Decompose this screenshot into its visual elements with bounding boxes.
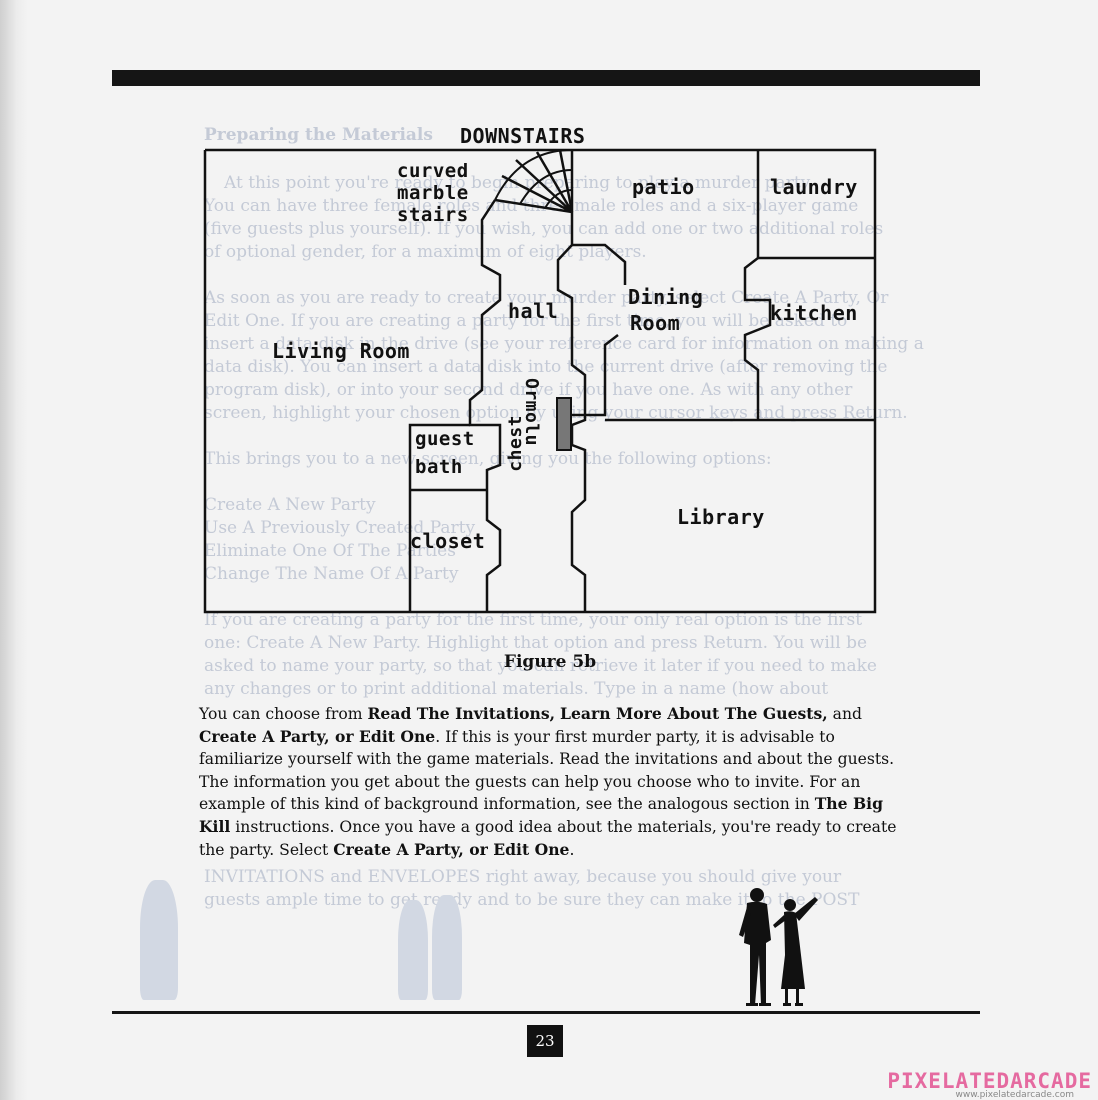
room-label-dining-1: Dining	[628, 285, 704, 309]
body-text-run: You can choose from	[199, 705, 368, 723]
floor-plan	[203, 148, 877, 614]
bottom-rule	[112, 1011, 980, 1014]
body-text-run: and	[827, 705, 862, 723]
room-label-patio: patio	[632, 175, 695, 199]
couple-silhouette-icon	[739, 888, 818, 1006]
room-label-bath: bath	[415, 456, 463, 478]
room-label-stairs-1: curved	[397, 160, 469, 182]
ormolu-chest-shape	[556, 397, 572, 451]
top-rule	[112, 70, 980, 86]
page-spine-shadow	[0, 0, 28, 1100]
room-label-chest-2: chest	[505, 415, 526, 472]
body-text-run: . If this is your first murder party, it…	[199, 727, 895, 814]
reference-big-kill: The Big Kill	[199, 794, 884, 836]
watermark-brand: PIXELATEDARCADE	[887, 1069, 1092, 1093]
option-create-party-repeat: Create A Party, or Edit One	[333, 839, 570, 859]
room-label-laundry: laundry	[770, 175, 858, 199]
plan-title: DOWNSTAIRS	[460, 124, 586, 148]
room-label-kitchen: kitchen	[770, 301, 858, 325]
option-learn-guests: Learn More About The Guests,	[560, 704, 828, 723]
page-number: 23	[527, 1025, 563, 1057]
figure-caption: Figure 5b	[503, 652, 597, 672]
option-read-invitations: Read The Invitations,	[367, 704, 556, 723]
room-label-chest-1: Ormolu	[521, 378, 542, 447]
body-text-run: instructions. Once you have a good idea …	[199, 817, 897, 859]
room-label-dining-2: Room	[630, 311, 681, 335]
room-label-closet: closet	[410, 529, 486, 553]
body-text-run: .	[569, 840, 575, 859]
room-label-hall: hall	[508, 299, 559, 323]
body-paragraph: You can choose from Read The Invitations…	[199, 703, 919, 861]
watermark-site: www.pixelatedarcade.com	[955, 1090, 1074, 1100]
option-create-party: Create A Party, or Edit One	[199, 726, 436, 746]
room-label-living-room: Living Room	[272, 339, 410, 363]
room-label-stairs-3: stairs	[397, 204, 469, 226]
room-label-guest: guest	[415, 428, 475, 450]
room-label-library: Library	[677, 505, 765, 529]
room-label-stairs-2: marble	[397, 182, 469, 204]
